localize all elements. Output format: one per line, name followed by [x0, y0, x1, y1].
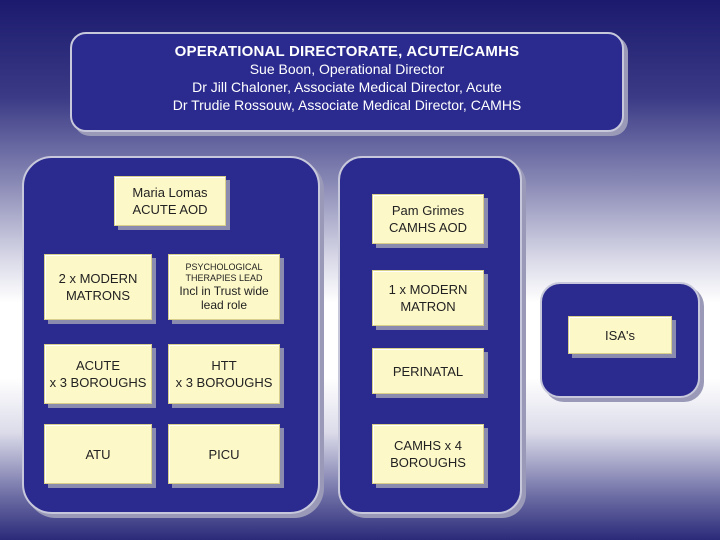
- operational-director: Sue Boon, Operational Director: [249, 61, 445, 77]
- camhs-boroughs-line2: BOROUGHS: [390, 455, 466, 470]
- picu-box: PICU: [168, 424, 280, 484]
- acute-aod-box: Maria Lomas ACUTE AOD: [114, 176, 226, 226]
- directorate-title: OPERATIONAL DIRECTORATE, ACUTE/CAMHS: [174, 43, 520, 60]
- atu-box: ATU: [44, 424, 152, 484]
- camhs-boroughs-box: CAMHS x 4 BOROUGHS: [372, 424, 484, 484]
- psych-therapies-note: Incl in Trust wide lead role: [179, 284, 269, 312]
- camhs-boroughs-line1: CAMHS x 4: [394, 438, 462, 453]
- acute-boroughs-box: ACUTE x 3 BOROUGHS: [44, 344, 152, 404]
- camhs-matron-line2: MATRON: [400, 299, 456, 314]
- isa-label: ISA's: [605, 327, 635, 343]
- amd-camhs: Dr Trudie Rossouw, Associate Medical Dir…: [172, 97, 522, 113]
- picu-label: PICU: [208, 446, 240, 462]
- modern-matrons-label: 2 x MODERN MATRONS: [58, 271, 138, 303]
- modern-matrons-box: 2 x MODERN MATRONS: [44, 254, 152, 320]
- perinatal-label: PERINATAL: [392, 363, 464, 379]
- atu-label: ATU: [85, 446, 111, 462]
- htt-box: HTT x 3 BOROUGHS: [168, 344, 280, 404]
- acute-aod-role: ACUTE AOD: [132, 202, 208, 217]
- htt-line1: HTT: [211, 358, 237, 373]
- acute-aod-name: Maria Lomas: [132, 185, 208, 200]
- htt-line2: x 3 BOROUGHS: [175, 375, 273, 390]
- camhs-matron-box: 1 x MODERN MATRON: [372, 270, 484, 326]
- amd-acute: Dr Jill Chaloner, Associate Medical Dire…: [192, 79, 502, 95]
- isa-box: ISA's: [568, 316, 672, 354]
- acute-boroughs-line1: ACUTE: [75, 358, 121, 373]
- camhs-aod-name: Pam Grimes: [391, 203, 465, 218]
- camhs-aod-role: CAMHS AOD: [388, 220, 467, 235]
- acute-boroughs-line2: x 3 BOROUGHS: [49, 375, 147, 390]
- psych-therapies-title: PSYCHOLOGICAL THERAPIES LEAD: [185, 262, 263, 283]
- camhs-matron-line1: 1 x MODERN: [388, 282, 468, 297]
- psych-therapies-box: PSYCHOLOGICAL THERAPIES LEAD Incl in Tru…: [168, 254, 280, 320]
- perinatal-box: PERINATAL: [372, 348, 484, 394]
- camhs-aod-box: Pam Grimes CAMHS AOD: [372, 194, 484, 244]
- directorate-header: OPERATIONAL DIRECTORATE, ACUTE/CAMHS Sue…: [70, 32, 624, 132]
